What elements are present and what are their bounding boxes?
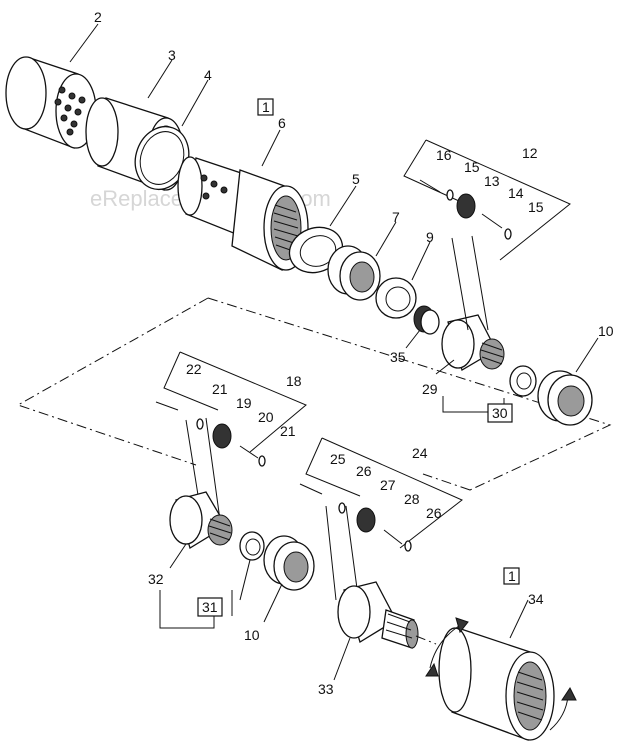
ref-1-upper: 1 — [262, 99, 270, 115]
ref-1-lower: 1 — [508, 568, 516, 584]
callout-33: 33 — [318, 681, 334, 697]
ref-box-1-lower — [503, 567, 520, 585]
part-2-perforated-cap — [5, 56, 97, 149]
leader-lines — [69, 23, 599, 681]
callout-14: 14 — [508, 185, 524, 201]
callout-3: 3 — [168, 47, 176, 63]
callout-18: 18 — [286, 373, 302, 389]
callout-29: 29 — [422, 381, 438, 397]
group-boundary — [16, 297, 612, 491]
callout-2: 2 — [94, 9, 102, 25]
callout-4: 4 — [204, 67, 212, 83]
callout-19: 19 — [236, 395, 252, 411]
callout-7: 7 — [392, 209, 400, 225]
part-32-planet-carrier — [169, 491, 233, 549]
group-12-bracket — [403, 139, 571, 331]
callout-21-a: 21 — [212, 381, 228, 397]
part-35-pinion-gear — [413, 305, 440, 335]
part-7-ring-gear — [327, 245, 381, 301]
callout-6: 6 — [278, 115, 286, 131]
callout-26-a: 26 — [356, 463, 372, 479]
callout-12: 12 — [522, 145, 538, 161]
callout-34: 34 — [528, 591, 544, 607]
callout-10-upper: 10 — [598, 323, 614, 339]
callout-28: 28 — [404, 491, 420, 507]
callout-25: 25 — [330, 451, 346, 467]
callout-35: 35 — [390, 349, 406, 365]
part-33-output-spindle — [337, 581, 437, 649]
callout-32: 32 — [148, 571, 164, 587]
callout-26-b: 26 — [426, 505, 442, 521]
rotation-arrow-icon — [425, 617, 577, 731]
callout-30: 30 — [492, 405, 508, 421]
callout-22: 22 — [186, 361, 202, 377]
part-30-washer — [509, 365, 537, 397]
callout-21-b: 21 — [280, 423, 296, 439]
callout-24: 24 — [412, 445, 428, 461]
callout-20: 20 — [258, 409, 274, 425]
ref-box-1-upper — [257, 98, 274, 116]
callout-31: 31 — [202, 599, 218, 615]
callout-10-lower: 10 — [244, 627, 260, 643]
callout-16: 16 — [436, 147, 452, 163]
part-9-washer — [375, 277, 417, 319]
part-31-washer — [239, 531, 265, 561]
part-6-housing — [177, 156, 309, 271]
callout-15-a: 15 — [464, 159, 480, 175]
group-18-bracket — [155, 351, 307, 521]
callout-5: 5 — [352, 171, 360, 187]
part-10-bearing-upper — [537, 370, 593, 426]
part-29-planet-carrier — [441, 314, 505, 371]
callout-27: 27 — [380, 477, 396, 493]
part-34-collar — [438, 627, 555, 741]
callout-9: 9 — [426, 229, 434, 245]
bracket-31-32 — [159, 590, 233, 629]
ref-box-30 — [487, 403, 513, 423]
group-24-bracket — [299, 437, 463, 601]
ref-box-31 — [197, 597, 223, 617]
callout-13: 13 — [484, 173, 500, 189]
callout-15-b: 15 — [528, 199, 544, 215]
part-10-bearing-lower — [263, 535, 315, 591]
